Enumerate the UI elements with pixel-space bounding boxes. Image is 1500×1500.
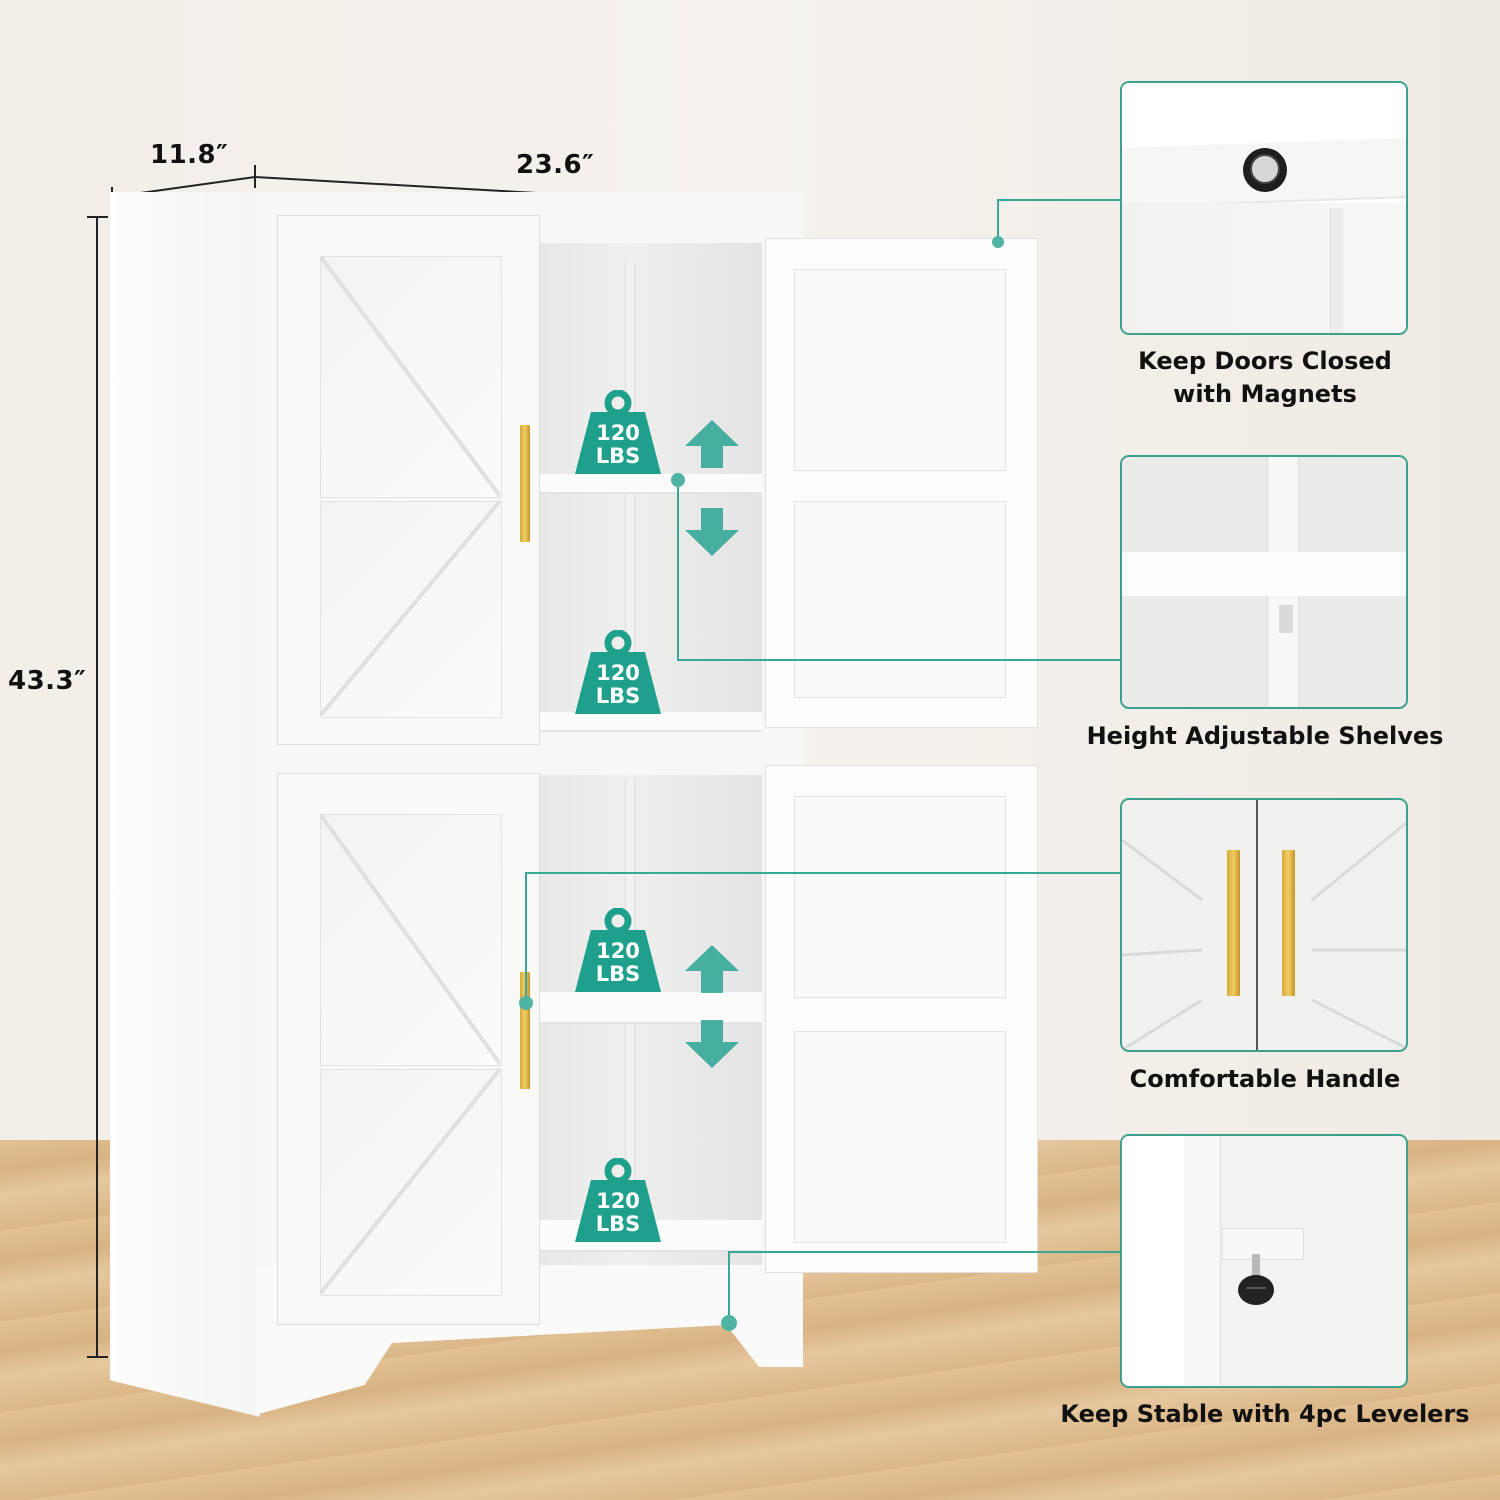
- leveler-icon: [1238, 1254, 1274, 1305]
- lower-left-door[interactable]: [277, 773, 540, 1325]
- feature-card-levelers: [1120, 1134, 1408, 1388]
- badge-unit: LBS: [595, 684, 641, 708]
- arrow-down-icon: [685, 1020, 739, 1068]
- load-capacity-badge: 120 LBS: [573, 908, 663, 993]
- feature-card-adjustable-shelves: [1120, 455, 1408, 709]
- badge-unit: LBS: [595, 962, 641, 986]
- badge-value: 120: [596, 661, 640, 685]
- weight-icon: [575, 908, 661, 992]
- lower-right-door-open[interactable]: [765, 765, 1038, 1273]
- upper-compartment-floor: [540, 712, 762, 732]
- magnet-icon: [1243, 148, 1287, 192]
- caption-magnets: Keep Doors Closed with Magnets: [1100, 345, 1430, 411]
- upper-left-door[interactable]: [277, 215, 540, 745]
- caption-line: Keep Doors Closed: [1138, 347, 1392, 375]
- caption-levelers: Keep Stable with 4pc Levelers: [1060, 1400, 1470, 1428]
- handle-icon: [1227, 850, 1240, 996]
- upper-door-handle[interactable]: [520, 425, 530, 542]
- load-capacity-badge: 120 LBS: [573, 390, 663, 475]
- handle-icon: [1282, 850, 1295, 996]
- load-capacity-badge: 120 LBS: [573, 630, 663, 715]
- arrow-down-icon: [685, 508, 739, 556]
- barn-door-x-pattern: [320, 814, 500, 1294]
- arrow-up-icon: [685, 945, 739, 993]
- cabinet-side-panel: [110, 192, 260, 1417]
- weight-icon: [575, 1158, 661, 1242]
- lower-adjustable-shelf[interactable]: [540, 992, 762, 1024]
- door-panel: [794, 501, 1006, 698]
- badge-value: 120: [596, 421, 640, 445]
- upper-adjustable-shelf[interactable]: [540, 474, 762, 494]
- weight-icon: [575, 630, 661, 714]
- barn-door-x-pattern: [1122, 821, 1406, 1050]
- caption-line: with Magnets: [1173, 380, 1357, 408]
- door-panel: [794, 269, 1006, 471]
- weight-icon: [575, 390, 661, 474]
- upper-right-door-open[interactable]: [765, 238, 1038, 728]
- load-capacity-badge: 120 LBS: [573, 1158, 663, 1243]
- caption-handle: Comfortable Handle: [1129, 1065, 1401, 1093]
- badge-unit: LBS: [595, 1212, 641, 1236]
- feature-card-handle: [1120, 798, 1408, 1052]
- arrow-up-icon: [685, 420, 739, 468]
- callout-leader-lines: [519, 199, 1120, 1331]
- feature-card-magnets: [1120, 81, 1408, 335]
- barn-door-x-pattern: [320, 256, 500, 716]
- badge-value: 120: [596, 939, 640, 963]
- caption-adjustable-shelves: Height Adjustable Shelves: [1086, 722, 1444, 750]
- door-panel: [794, 796, 1006, 998]
- width-dimension-label: 23.6″: [516, 150, 595, 180]
- door-panel: [794, 1031, 1006, 1243]
- badge-unit: LBS: [595, 444, 641, 468]
- lower-door-handle[interactable]: [520, 972, 530, 1089]
- depth-dimension-label: 11.8″: [150, 140, 229, 170]
- badge-value: 120: [596, 1189, 640, 1213]
- height-dimension-label: 43.3″: [8, 666, 87, 696]
